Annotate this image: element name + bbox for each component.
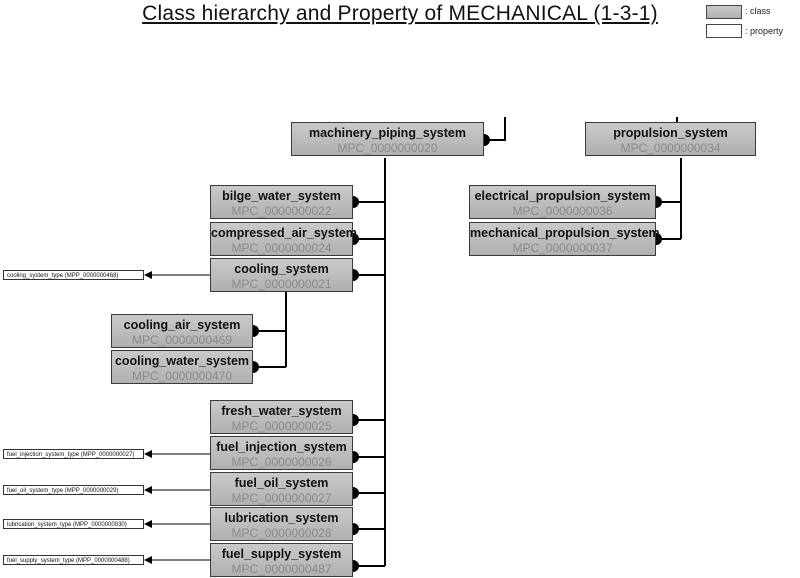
class-id: MPC_0000000027	[231, 491, 332, 505]
property-lubrication-system-type: lubrication_system_type (MPP_0000000030)	[3, 519, 144, 529]
root-connector-mps	[484, 117, 506, 141]
class-fuel-injection-system: fuel_injection_system MPC_0000000026	[210, 436, 353, 470]
class-id: MPC_0000000022	[231, 204, 332, 218]
class-name: bilge_water_system	[222, 189, 341, 203]
legend-property-label: : property	[745, 26, 784, 36]
class-compressed-air-system: compressed_air_system MPC_0000000024	[210, 222, 357, 256]
class-machinery-piping-system: machinery_piping_system MPC_0000000020	[291, 122, 484, 156]
class-id: MPC_0000000036	[512, 204, 613, 218]
legend-class-swatch	[706, 5, 742, 19]
class-id: MPC_0000000021	[231, 277, 332, 291]
class-name: fuel_supply_system	[221, 547, 342, 561]
class-id: MPC_0000000469	[131, 333, 233, 347]
class-name: fuel_oil_system	[234, 476, 329, 490]
property-cooling-system-type: cooling_system_type (MPP_0000000468)	[3, 270, 144, 280]
class-lubrication-system: lubrication_system MPC_0000000028	[210, 507, 353, 541]
class-id: MPC_0000000037	[512, 241, 613, 255]
class-fuel-oil-system: fuel_oil_system MPC_0000000027	[210, 472, 353, 506]
class-id: MPC_0000000020	[337, 141, 438, 155]
class-id: MPC_0000000025	[231, 419, 332, 433]
class-name: cooling_water_system	[114, 354, 250, 368]
class-fresh-water-system: fresh_water_system MPC_0000000025	[210, 400, 353, 434]
class-electrical-propulsion-system: electrical_propulsion_system MPC_0000000…	[469, 185, 656, 219]
property-fuel-oil-system-type: fuel_oil_system_type (MPP_0000000029)	[3, 485, 144, 495]
class-cooling-air-system: cooling_air_system MPC_0000000469	[111, 314, 253, 348]
legend-property-swatch	[706, 24, 742, 38]
arrowhead-fueloil	[144, 486, 152, 494]
property-fuel-supply-system-type: fuel_supply_system_type (MPP_0000000488)	[3, 555, 144, 565]
class-name: compressed_air_system	[211, 226, 357, 240]
class-id: MPC_0000000026	[231, 455, 332, 469]
arrowhead-cooling	[144, 271, 152, 279]
arrowhead-lub	[144, 520, 152, 528]
class-id: MPC_0000000024	[231, 241, 332, 255]
arrowhead-fuelsup	[144, 556, 152, 564]
class-name: lubrication_system	[224, 511, 339, 525]
class-propulsion-system: propulsion_system MPC_0000000034	[585, 122, 756, 156]
class-cooling-system: cooling_system MPC_0000000021	[210, 258, 353, 292]
class-name: fresh_water_system	[221, 404, 342, 418]
class-name: propulsion_system	[613, 126, 728, 140]
class-name: fuel_injection_system	[216, 440, 347, 454]
class-id: MPC_0000000487	[231, 562, 332, 576]
class-name: cooling_system	[234, 262, 329, 276]
class-name: electrical_propulsion_system	[474, 189, 651, 203]
class-id: MPC_0000000470	[131, 369, 233, 383]
class-fuel-supply-system: fuel_supply_system MPC_0000000487	[210, 543, 353, 577]
class-name: machinery_piping_system	[308, 126, 466, 140]
page-title: Class hierarchy and Property of MECHANIC…	[142, 2, 658, 25]
property-fuel-injection-system-type: fuel_injection_system_type (MPP_00000000…	[3, 449, 144, 459]
class-cooling-water-system: cooling_water_system MPC_0000000470	[111, 350, 253, 384]
class-id: MPC_0000000034	[620, 141, 721, 155]
legend-class-label: : class	[745, 6, 771, 16]
class-bilge-water-system: bilge_water_system MPC_0000000022	[210, 185, 353, 219]
class-name: mechanical_propulsion_system	[470, 226, 660, 240]
class-name: cooling_air_system	[123, 318, 241, 332]
class-mechanical-propulsion-system: mechanical_propulsion_system MPC_0000000…	[469, 222, 660, 256]
arrowhead-fuelinj	[144, 450, 152, 458]
class-id: MPC_0000000028	[231, 526, 332, 540]
